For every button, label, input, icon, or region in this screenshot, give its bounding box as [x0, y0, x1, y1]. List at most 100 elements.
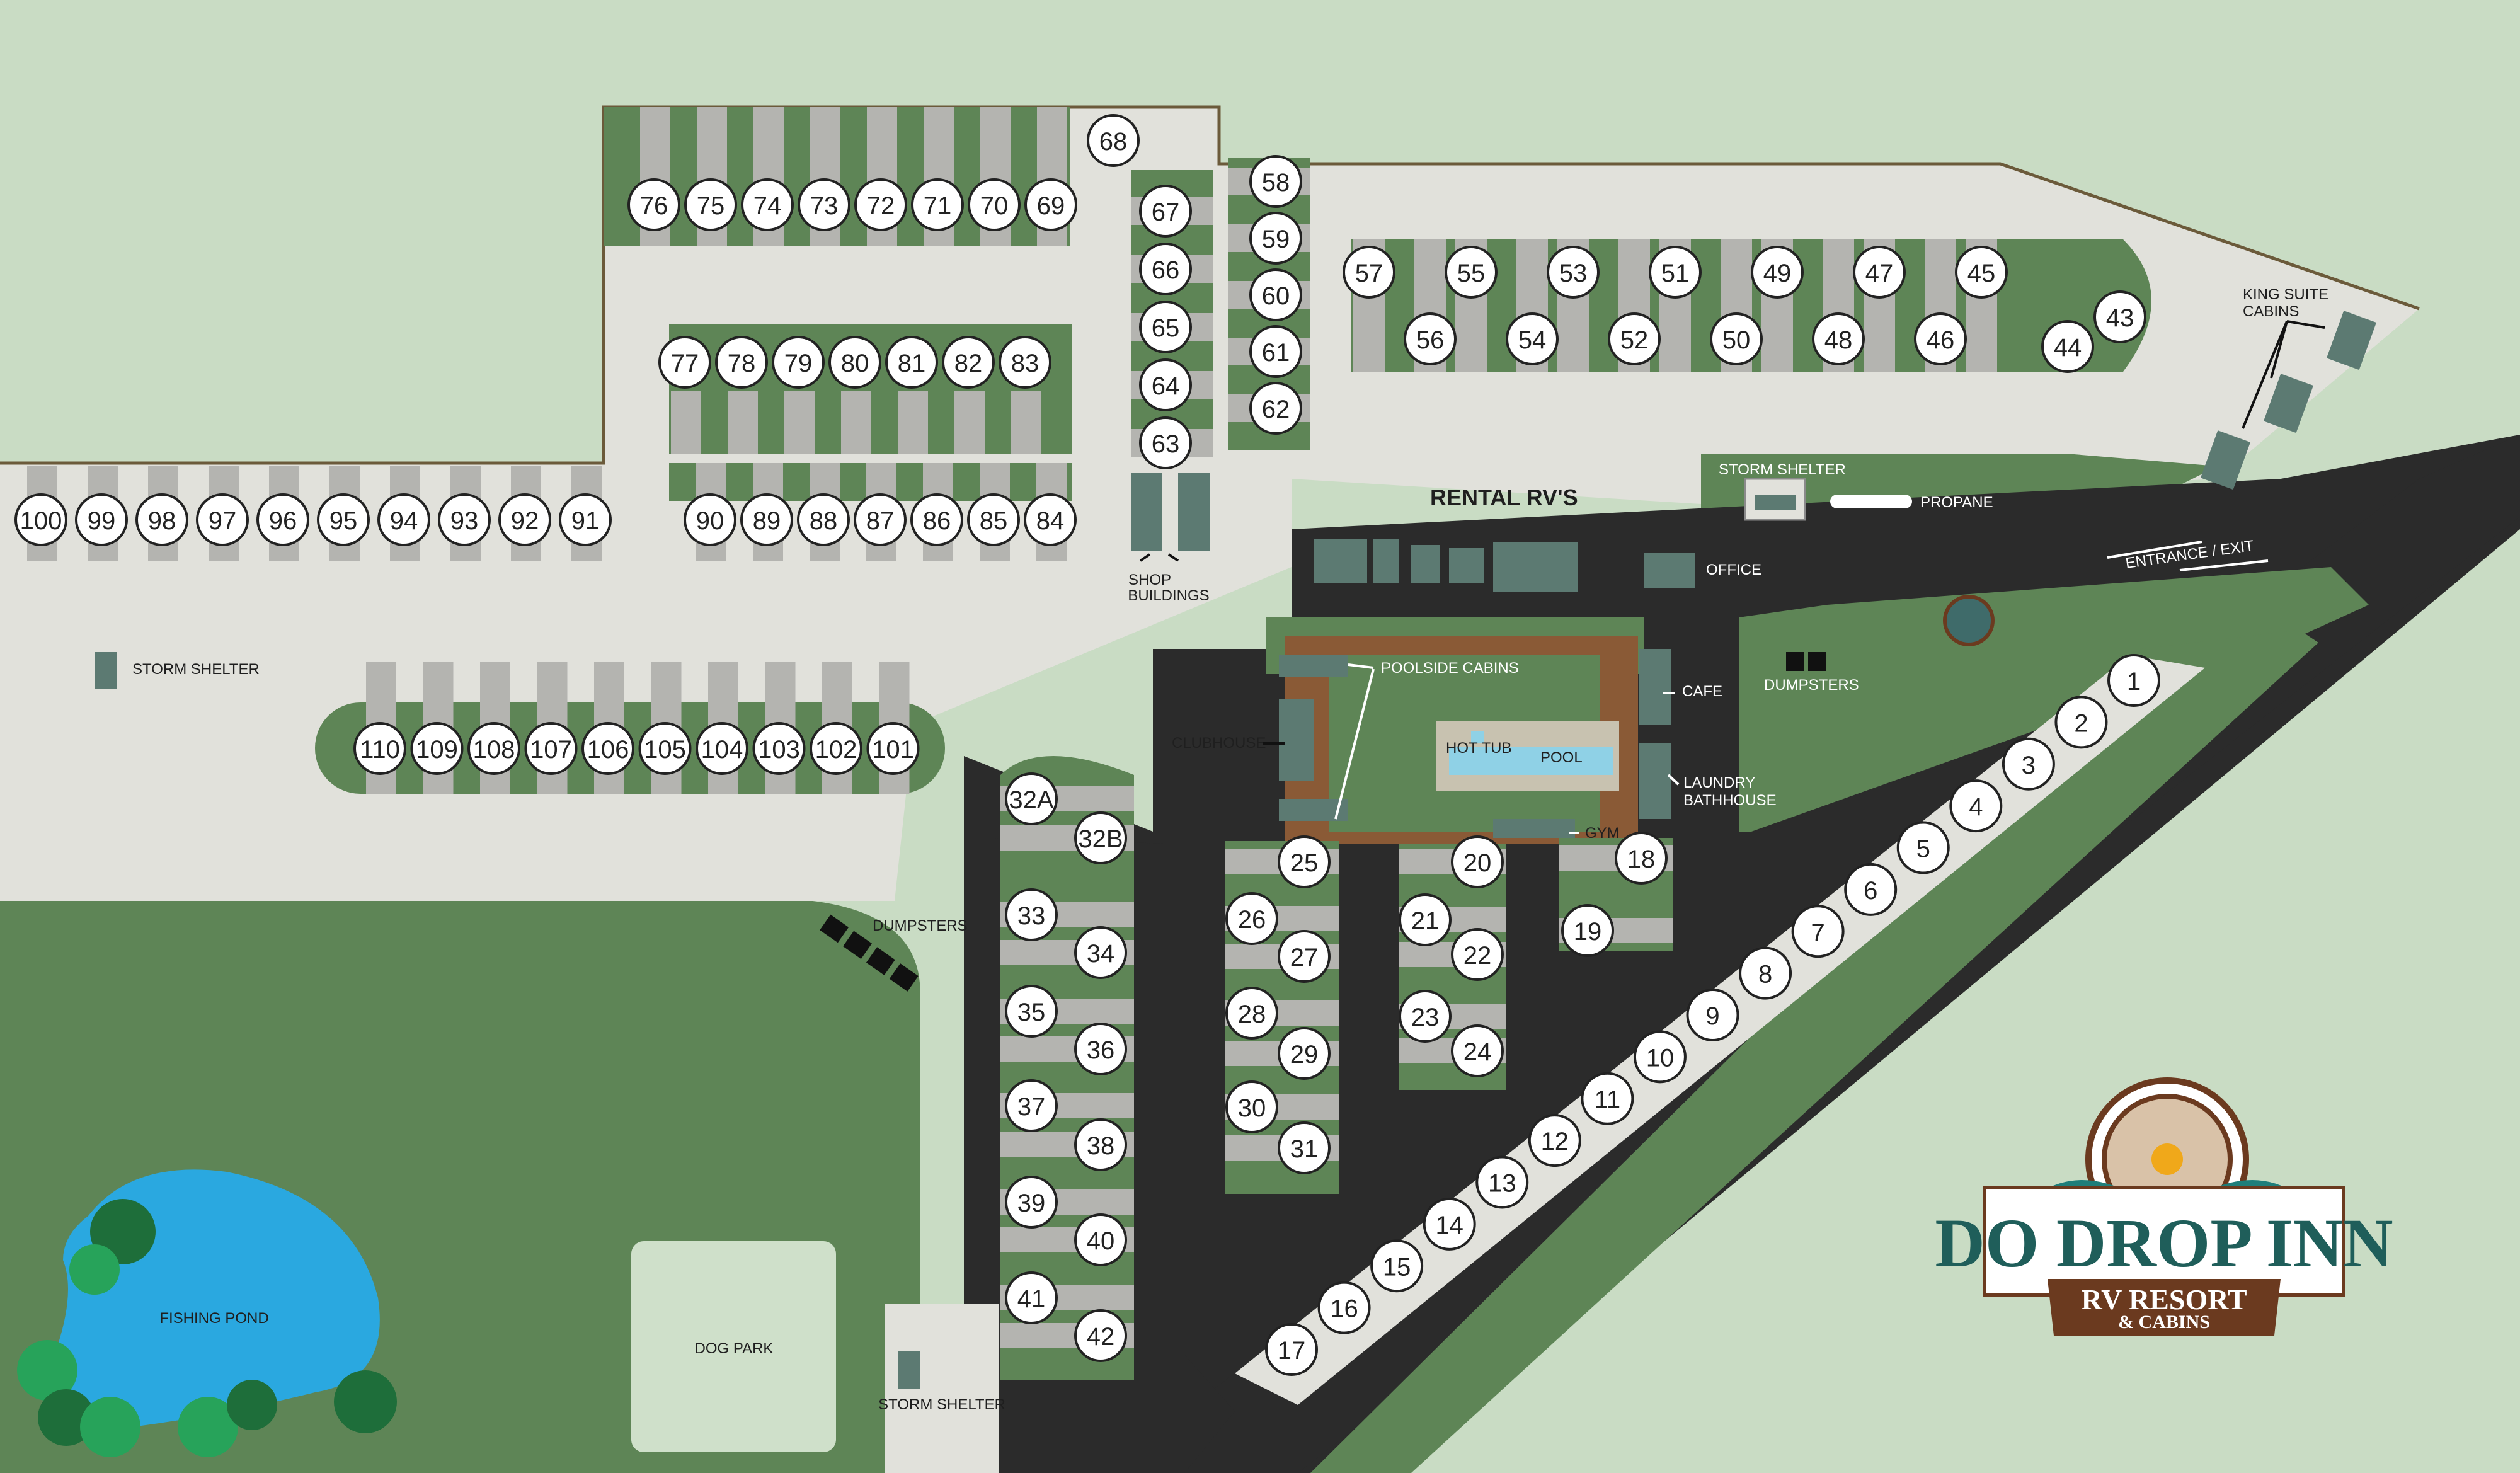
- site-39[interactable]: 39: [1005, 1176, 1058, 1229]
- site-94[interactable]: 94: [377, 493, 430, 546]
- site-67[interactable]: 67: [1139, 185, 1192, 238]
- site-61[interactable]: 61: [1249, 325, 1302, 378]
- site-25[interactable]: 25: [1278, 835, 1331, 888]
- site-47[interactable]: 47: [1853, 246, 1906, 299]
- site-52[interactable]: 52: [1608, 312, 1661, 365]
- site-85[interactable]: 85: [967, 493, 1020, 546]
- site-110[interactable]: 110: [353, 722, 406, 775]
- site-58[interactable]: 58: [1249, 155, 1302, 208]
- site-79[interactable]: 79: [772, 336, 825, 389]
- site-97[interactable]: 97: [196, 493, 249, 546]
- site-100[interactable]: 100: [14, 493, 67, 546]
- site-9[interactable]: 9: [1686, 989, 1739, 1041]
- site-40[interactable]: 40: [1074, 1213, 1127, 1266]
- site-21[interactable]: 21: [1399, 893, 1452, 946]
- site-22[interactable]: 22: [1451, 928, 1504, 981]
- site-48[interactable]: 48: [1812, 312, 1865, 365]
- site-80[interactable]: 80: [828, 336, 881, 389]
- site-54[interactable]: 54: [1506, 312, 1559, 365]
- site-62[interactable]: 62: [1249, 382, 1302, 435]
- site-56[interactable]: 56: [1404, 312, 1457, 365]
- site-60[interactable]: 60: [1249, 268, 1302, 321]
- site-95[interactable]: 95: [317, 493, 370, 546]
- site-93[interactable]: 93: [438, 493, 491, 546]
- site-24[interactable]: 24: [1451, 1024, 1504, 1077]
- site-101[interactable]: 101: [866, 722, 920, 775]
- site-1[interactable]: 1: [2107, 654, 2160, 707]
- site-42[interactable]: 42: [1074, 1309, 1127, 1362]
- site-105[interactable]: 105: [638, 722, 692, 775]
- site-86[interactable]: 86: [910, 493, 963, 546]
- site-11[interactable]: 11: [1581, 1072, 1634, 1125]
- site-102[interactable]: 102: [810, 722, 862, 775]
- site-23[interactable]: 23: [1399, 990, 1452, 1043]
- site-26[interactable]: 26: [1225, 892, 1278, 945]
- site-72[interactable]: 72: [854, 178, 907, 231]
- site-87[interactable]: 87: [854, 493, 907, 546]
- site-3[interactable]: 3: [2002, 737, 2055, 791]
- site-104[interactable]: 104: [696, 722, 748, 775]
- site-73[interactable]: 73: [798, 178, 850, 231]
- site-68[interactable]: 68: [1087, 114, 1140, 167]
- site-41[interactable]: 41: [1005, 1271, 1058, 1324]
- site-88[interactable]: 88: [797, 493, 850, 546]
- site-82[interactable]: 82: [942, 336, 995, 389]
- site-51[interactable]: 51: [1649, 246, 1702, 299]
- site-6[interactable]: 6: [1844, 863, 1898, 916]
- site-99[interactable]: 99: [75, 493, 128, 546]
- site-63[interactable]: 63: [1139, 416, 1192, 469]
- site-14[interactable]: 14: [1423, 1197, 1476, 1251]
- site-46[interactable]: 46: [1914, 312, 1967, 365]
- site-59[interactable]: 59: [1249, 212, 1302, 265]
- site-69[interactable]: 69: [1024, 178, 1077, 231]
- site-84[interactable]: 84: [1024, 493, 1077, 546]
- site-83[interactable]: 83: [999, 336, 1051, 389]
- site-17[interactable]: 17: [1265, 1323, 1318, 1376]
- site-57[interactable]: 57: [1343, 246, 1395, 299]
- site-65[interactable]: 65: [1139, 301, 1192, 353]
- site-55[interactable]: 55: [1445, 246, 1498, 299]
- site-53[interactable]: 53: [1547, 246, 1600, 299]
- site-4[interactable]: 4: [1949, 779, 2003, 833]
- site-34[interactable]: 34: [1074, 926, 1127, 979]
- site-12[interactable]: 12: [1528, 1114, 1581, 1167]
- site-107[interactable]: 107: [524, 722, 578, 775]
- site-35[interactable]: 35: [1005, 985, 1058, 1038]
- site-19[interactable]: 19: [1561, 904, 1614, 957]
- site-45[interactable]: 45: [1955, 246, 2008, 299]
- site-75[interactable]: 75: [684, 178, 737, 231]
- site-50[interactable]: 50: [1710, 312, 1763, 365]
- site-89[interactable]: 89: [740, 493, 793, 546]
- site-32a[interactable]: 32A: [1005, 772, 1058, 825]
- site-78[interactable]: 78: [715, 336, 768, 389]
- site-64[interactable]: 64: [1139, 358, 1192, 411]
- site-33[interactable]: 33: [1005, 888, 1058, 941]
- site-2[interactable]: 2: [2054, 696, 2108, 749]
- site-5[interactable]: 5: [1896, 821, 1950, 874]
- site-13[interactable]: 13: [1475, 1155, 1529, 1209]
- site-15[interactable]: 15: [1370, 1239, 1424, 1293]
- site-28[interactable]: 28: [1225, 987, 1278, 1040]
- site-71[interactable]: 71: [911, 178, 964, 231]
- site-92[interactable]: 92: [498, 493, 551, 546]
- site-98[interactable]: 98: [135, 493, 188, 546]
- site-32b[interactable]: 32B: [1074, 811, 1127, 864]
- site-76[interactable]: 76: [627, 178, 680, 231]
- site-96[interactable]: 96: [256, 493, 309, 546]
- site-66[interactable]: 66: [1139, 243, 1192, 295]
- site-109[interactable]: 109: [410, 722, 464, 775]
- site-74[interactable]: 74: [741, 178, 794, 231]
- site-16[interactable]: 16: [1317, 1281, 1371, 1334]
- site-29[interactable]: 29: [1278, 1027, 1331, 1080]
- site-27[interactable]: 27: [1278, 930, 1331, 983]
- site-30[interactable]: 30: [1225, 1080, 1278, 1133]
- site-36[interactable]: 36: [1074, 1023, 1127, 1075]
- site-49[interactable]: 49: [1751, 246, 1804, 299]
- site-106[interactable]: 106: [581, 722, 634, 775]
- site-20[interactable]: 20: [1451, 835, 1504, 888]
- site-91[interactable]: 91: [559, 493, 612, 546]
- site-90[interactable]: 90: [684, 493, 736, 546]
- site-38[interactable]: 38: [1074, 1118, 1127, 1171]
- site-44[interactable]: 44: [2041, 320, 2094, 373]
- site-37[interactable]: 37: [1005, 1079, 1058, 1132]
